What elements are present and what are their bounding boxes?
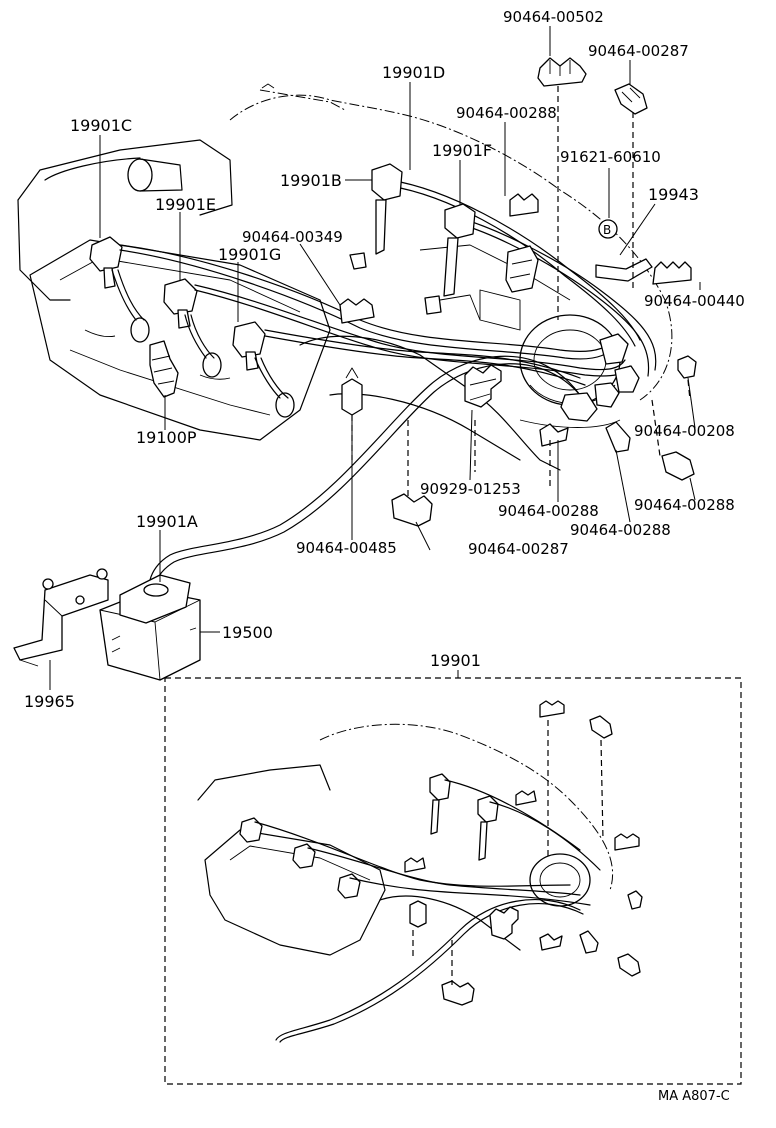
label-90464-00440: 90464-00440 bbox=[644, 292, 745, 310]
label-90464-00349: 90464-00349 bbox=[242, 228, 343, 246]
label-90464-00287-top: 90464-00287 bbox=[588, 42, 689, 60]
label-90464-00288-top: 90464-00288 bbox=[456, 104, 557, 122]
label-19901B: 19901B bbox=[280, 171, 342, 190]
label-19901D: 19901D bbox=[382, 63, 445, 82]
label-90464-00288-lower: 90464-00288 bbox=[570, 521, 671, 539]
label-19100P: 19100P bbox=[136, 428, 197, 447]
marker-b: B bbox=[603, 223, 611, 237]
label-90929-01253: 90929-01253 bbox=[420, 480, 521, 498]
label-19901A: 19901A bbox=[136, 512, 198, 531]
coil-bracket bbox=[13, 568, 109, 667]
label-19901C: 19901C bbox=[70, 116, 132, 135]
label-90464-00288-center: 90464-00288 bbox=[498, 502, 599, 520]
label-19901F: 19901F bbox=[432, 141, 492, 160]
label-90464-00208: 90464-00208 bbox=[634, 422, 735, 440]
label-90464-00288-right: 90464-00288 bbox=[634, 496, 735, 514]
spark-plug-caps-upper bbox=[89, 236, 295, 418]
label-90464-00287-lower: 90464-00287 bbox=[468, 540, 569, 558]
label-19943: 19943 bbox=[648, 185, 699, 204]
spark-plug-caps-rear-upper bbox=[349, 163, 539, 315]
label-19965: 19965 bbox=[24, 692, 75, 711]
footer-code: MA A807-C bbox=[658, 1089, 730, 1104]
wire-clamps-upper bbox=[339, 57, 697, 527]
label-90464-00502: 90464-00502 bbox=[503, 8, 604, 26]
callout-leaders bbox=[49, 26, 701, 690]
callout-labels: 90464-00502 90464-00287 19901D 90464-002… bbox=[24, 8, 745, 1104]
label-90464-00485: 90464-00485 bbox=[296, 539, 397, 557]
label-19901: 19901 bbox=[430, 651, 481, 670]
assembly-inset bbox=[164, 677, 742, 1085]
label-91621-60610: 91621-60610 bbox=[560, 148, 661, 166]
label-19901G: 19901G bbox=[218, 245, 281, 264]
ignition-coil bbox=[99, 574, 201, 681]
label-19500: 19500 bbox=[222, 623, 273, 642]
label-19901E: 19901E bbox=[155, 195, 216, 214]
plug-wire-harness-upper bbox=[119, 179, 657, 583]
